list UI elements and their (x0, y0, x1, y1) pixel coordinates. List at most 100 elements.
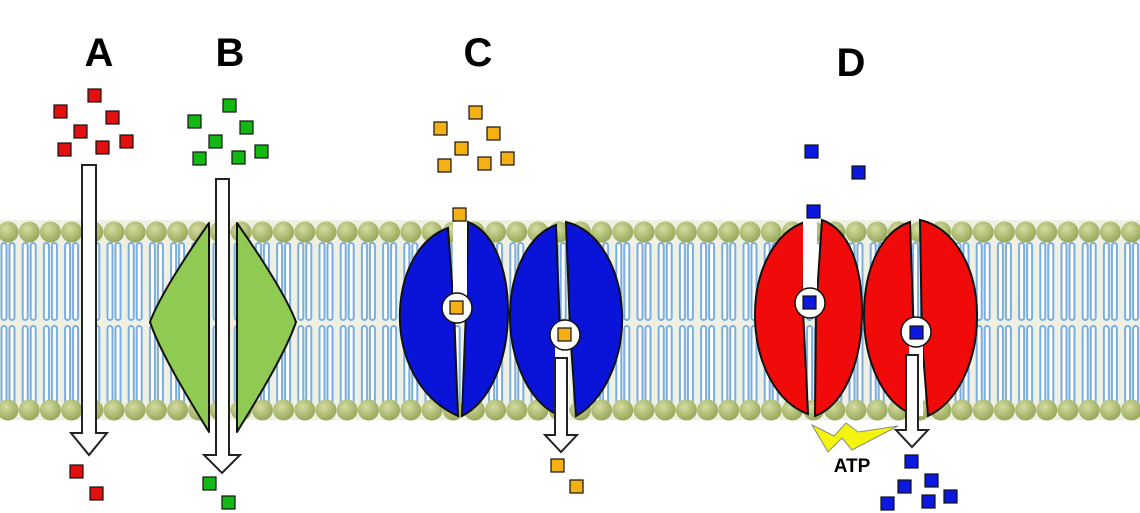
green-particle (239, 120, 254, 135)
blue-particle (943, 489, 958, 504)
lipid-head (718, 221, 740, 243)
lipid-tail (297, 325, 305, 404)
lipid-head (0, 221, 19, 243)
red-particles-outside (53, 88, 134, 157)
orange-particle (433, 121, 448, 136)
lipid-head (506, 399, 528, 421)
lipid-head (972, 399, 994, 421)
lipid-head (400, 221, 422, 243)
carrier-right-inner-half (564, 220, 624, 418)
red-particle (105, 110, 120, 125)
blue-particle (802, 295, 817, 310)
lipid-head (739, 221, 761, 243)
lipid-tail (644, 325, 652, 404)
lipid-tail (1068, 325, 1076, 404)
lipid-head (400, 399, 422, 421)
lipid-tail (135, 325, 143, 404)
lipid-tail (729, 242, 737, 321)
lipid-tail (1110, 325, 1118, 404)
lipid-tail (678, 242, 686, 321)
lipid-head (1057, 399, 1079, 421)
lipid-tail (0, 325, 8, 404)
blue-particle (921, 494, 936, 509)
red-particle (53, 104, 68, 119)
orange-particles-outside (433, 105, 515, 222)
lipid-tail (318, 325, 326, 404)
carrier-arrow (542, 357, 580, 454)
orange-particle (468, 105, 483, 120)
lipid-tail (106, 325, 114, 404)
green-particle (187, 114, 202, 129)
lipid-tail (721, 242, 729, 321)
lipid-head (1099, 221, 1121, 243)
lipid-tail (1047, 242, 1055, 321)
lipid-tail (636, 242, 644, 321)
lipid-head (315, 399, 337, 421)
lipid-head (251, 399, 273, 421)
lipid-tail (50, 242, 58, 321)
green-particle (202, 476, 217, 491)
label-d: D (837, 41, 866, 85)
lipid-tail (347, 242, 355, 321)
lipid-tail (678, 325, 686, 404)
lipid-head (993, 399, 1015, 421)
red-particle (89, 486, 104, 501)
lipid-tail (1018, 325, 1026, 404)
lipid-tail (8, 242, 16, 321)
lipid-tail (623, 242, 631, 321)
label-c: C (464, 31, 493, 75)
red-particle (57, 142, 72, 157)
lipid-tail (106, 242, 114, 321)
lipid-tail (360, 325, 368, 404)
blue-particle (851, 165, 866, 180)
lipid-tail (1004, 242, 1012, 321)
lipid-tail (148, 325, 156, 404)
lipid-head (357, 221, 379, 243)
lipid-head (61, 221, 83, 243)
lipid-head (145, 221, 167, 243)
blue-particles-outside (804, 144, 866, 219)
lipid-tail (1026, 242, 1034, 321)
lipid-tail (50, 325, 58, 404)
lipid-head (697, 221, 719, 243)
lipid-head (951, 221, 973, 243)
lipid-head (654, 221, 676, 243)
lipid-tail (42, 325, 50, 404)
lipid-head (1078, 221, 1100, 243)
red-particle (69, 464, 84, 479)
lipid-head (167, 399, 189, 421)
lipid-head (951, 399, 973, 421)
lipid-head (485, 221, 507, 243)
lipid-tail (360, 242, 368, 321)
diffusion-arrow (68, 164, 110, 457)
lipid-tail (1026, 325, 1034, 404)
blue-particle (924, 473, 939, 488)
panel-a: A (53, 31, 134, 501)
pump-right-outer-half (862, 220, 916, 416)
lipid-head (633, 221, 655, 243)
lipid-head (18, 399, 40, 421)
label-b: B (216, 31, 245, 75)
channel-arrow (201, 178, 243, 475)
lipid-tail (700, 325, 708, 404)
lipid-tail (305, 242, 313, 321)
orange-particle (569, 479, 584, 494)
lipid-tail (559, 242, 567, 321)
red-particle (119, 134, 134, 149)
lipid-tail (1081, 325, 1089, 404)
lipid-head (145, 399, 167, 421)
lipid-head (379, 399, 401, 421)
lipid-tail (390, 325, 398, 404)
lipid-tail (127, 242, 135, 321)
orange-particle (500, 151, 515, 166)
lipid-tail (326, 242, 334, 321)
lipid-head (124, 399, 146, 421)
carrier-left-outer-half (398, 226, 460, 418)
lipid-tail (983, 242, 991, 321)
lipid-tail (64, 325, 72, 404)
lipid-tail (644, 242, 652, 321)
lipid-head (294, 399, 316, 421)
lipid-tail (657, 242, 665, 321)
lipid-head (612, 399, 634, 421)
lipid-tail (975, 242, 983, 321)
